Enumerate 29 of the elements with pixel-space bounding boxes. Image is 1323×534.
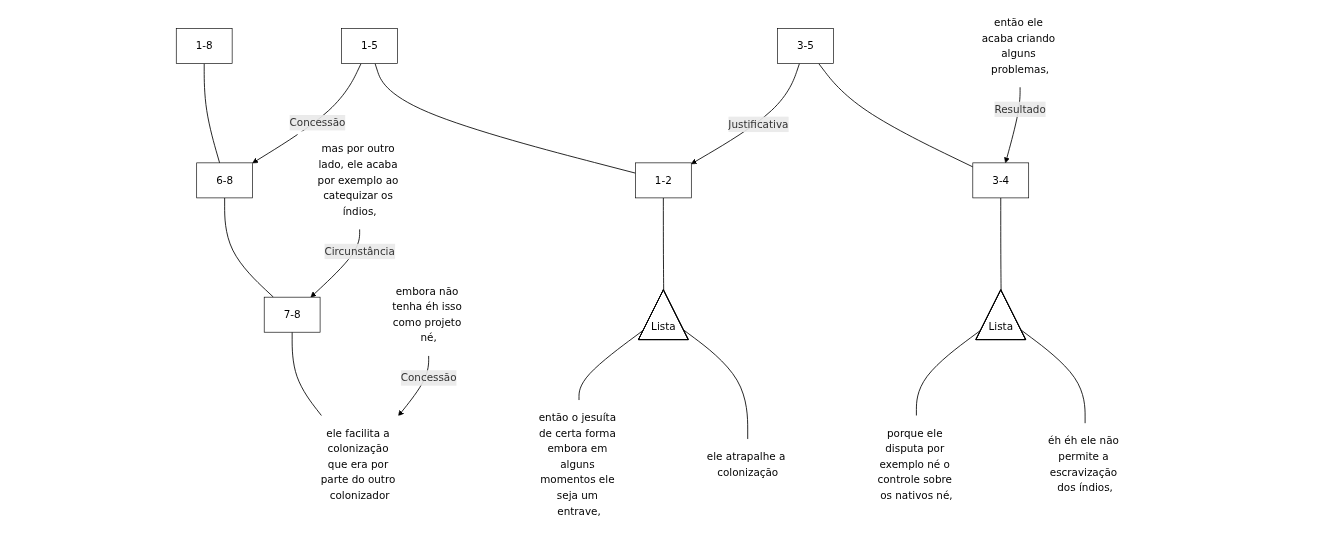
connector (291, 331, 323, 417)
node-text: porque ele disputa por exemplo né o controle sobre os nativos né, (877, 426, 953, 502)
node-text: ele atrapalhe a colonização (706, 450, 786, 479)
node-text: éh éh ele não permite a escravização dos índios, (1048, 434, 1119, 494)
connector (1020, 329, 1086, 425)
edge-label: Concessão (400, 371, 457, 384)
connector (683, 329, 749, 440)
connector (224, 197, 274, 298)
connector (374, 63, 636, 174)
node-box: 6-8 (196, 162, 253, 199)
connector (1000, 197, 1002, 291)
node-box: 1-2 (635, 162, 692, 199)
node-text: então ele acaba criando alguns problemas, (981, 16, 1056, 76)
edge-label: Resultado (994, 102, 1046, 116)
node-text: mas por outro lado, ele acaba por exemplo ao catequizar os índios, (317, 142, 399, 218)
edge-label: Justificativa (728, 117, 789, 131)
connector (203, 63, 220, 164)
node-box: 3-5 (777, 28, 834, 64)
node-box: 1-5 (341, 28, 398, 64)
node-text: então o jesuíta de certa forma embora em alguns momentos ele seja um entrave, (538, 411, 616, 518)
node-text: embora não tenha éh isso como projeto né, (392, 284, 462, 344)
connector (662, 197, 665, 291)
node-text: ele facilita a colonização que era por parte do outro colonizador (320, 426, 396, 502)
edge-label: Circunstância (324, 244, 395, 258)
edge-label: Concessão (289, 116, 346, 129)
node-box: 1-8 (175, 28, 233, 64)
node-box: 7-8 (263, 296, 321, 333)
connector (818, 63, 974, 168)
node-box: 3-4 (972, 162, 1030, 199)
